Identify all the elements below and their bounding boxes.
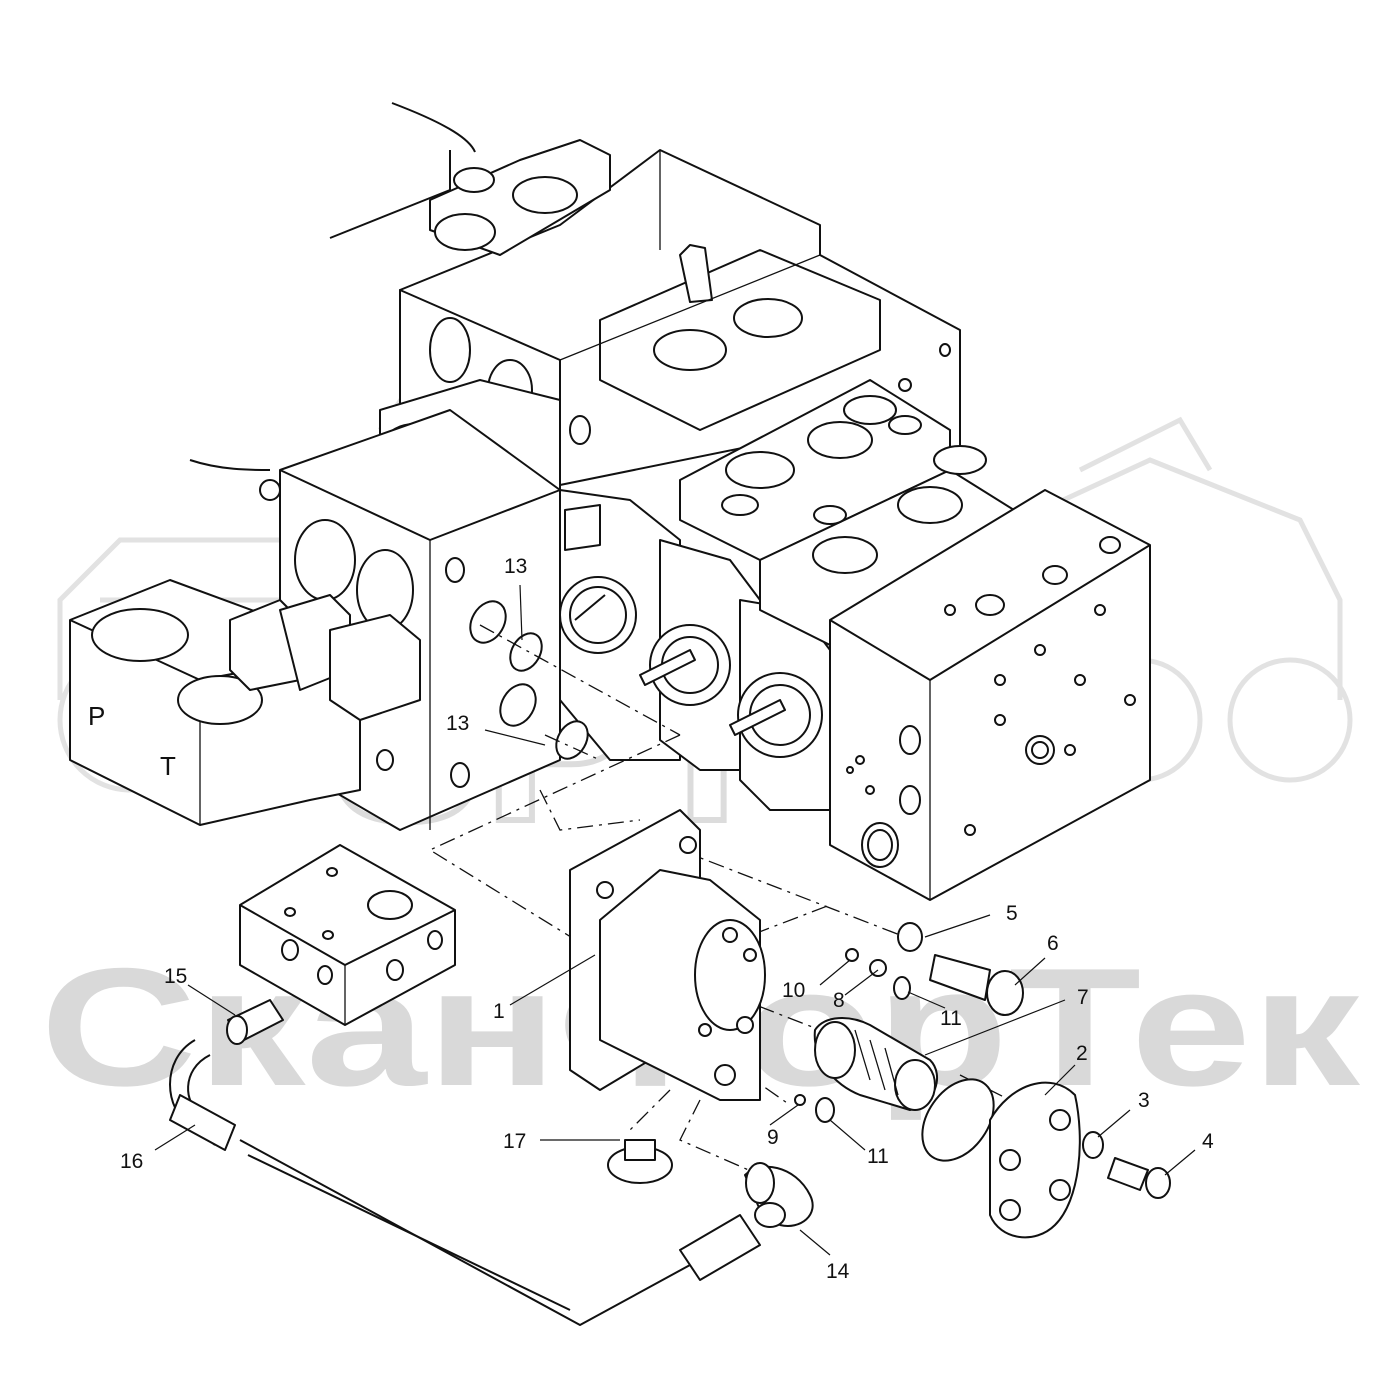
callout-1: 1 (493, 1000, 505, 1023)
callout-5: 5 (1006, 902, 1018, 925)
part-14-elbow-fitting (744, 1162, 814, 1228)
spool-section-front (559, 379, 1031, 811)
callout-16: 16 (120, 1150, 143, 1173)
part-4-bolt (1107, 1157, 1171, 1199)
part-15-fitting (226, 999, 284, 1045)
callout-labels: 13 13 1 5 6 7 2 3 4 10 8 11 9 11 17 14 1… (120, 555, 1214, 1283)
part-9-plug (794, 1094, 806, 1106)
large-o-ring (921, 1078, 995, 1162)
callout-7: 7 (1077, 986, 1089, 1009)
part-6-bolt (929, 954, 1024, 1016)
end-cover-block (829, 489, 1151, 901)
valve-assembly: P T (69, 102, 1151, 901)
callout-17: 17 (503, 1130, 526, 1153)
part-2-cover (989, 1081, 1081, 1239)
callout-3: 3 (1138, 1089, 1150, 1112)
part-1-flange-plate (569, 809, 766, 1101)
callout-13-lower: 13 (446, 712, 469, 735)
callout-9: 9 (767, 1126, 779, 1149)
part-11-seal-lower (815, 1097, 835, 1123)
part-17-plug (607, 1139, 673, 1184)
callout-2: 2 (1076, 1042, 1088, 1065)
part-5-washer (897, 922, 923, 952)
part-8-plug (869, 959, 887, 977)
exploded-parts (169, 809, 1171, 1326)
middle-valve-section (189, 379, 561, 831)
leader-lines (154, 584, 1196, 1256)
part-11-seal-upper (893, 976, 911, 1000)
callout-8: 8 (833, 989, 845, 1012)
callout-6: 6 (1047, 932, 1059, 955)
callout-4: 4 (1202, 1130, 1214, 1153)
callout-13-upper: 13 (504, 555, 527, 578)
callout-14: 14 (826, 1260, 850, 1283)
callout-15: 15 (164, 965, 187, 988)
callout-11-lower: 11 (867, 1145, 889, 1168)
inlet-block-pt: P T (69, 579, 421, 826)
callout-10: 10 (782, 979, 805, 1002)
part-16-hose (169, 1039, 761, 1326)
connection-block (239, 844, 456, 1026)
part-10-plug (845, 948, 859, 962)
callout-11-upper: 11 (940, 1007, 962, 1030)
part-7-cartridge (813, 1017, 939, 1111)
port-label-p: P (88, 701, 105, 731)
port-label-t: T (160, 751, 176, 781)
small-seals-plugs (794, 948, 911, 1123)
o-rings-13 (469, 600, 589, 760)
part-3-washer (1082, 1131, 1104, 1159)
